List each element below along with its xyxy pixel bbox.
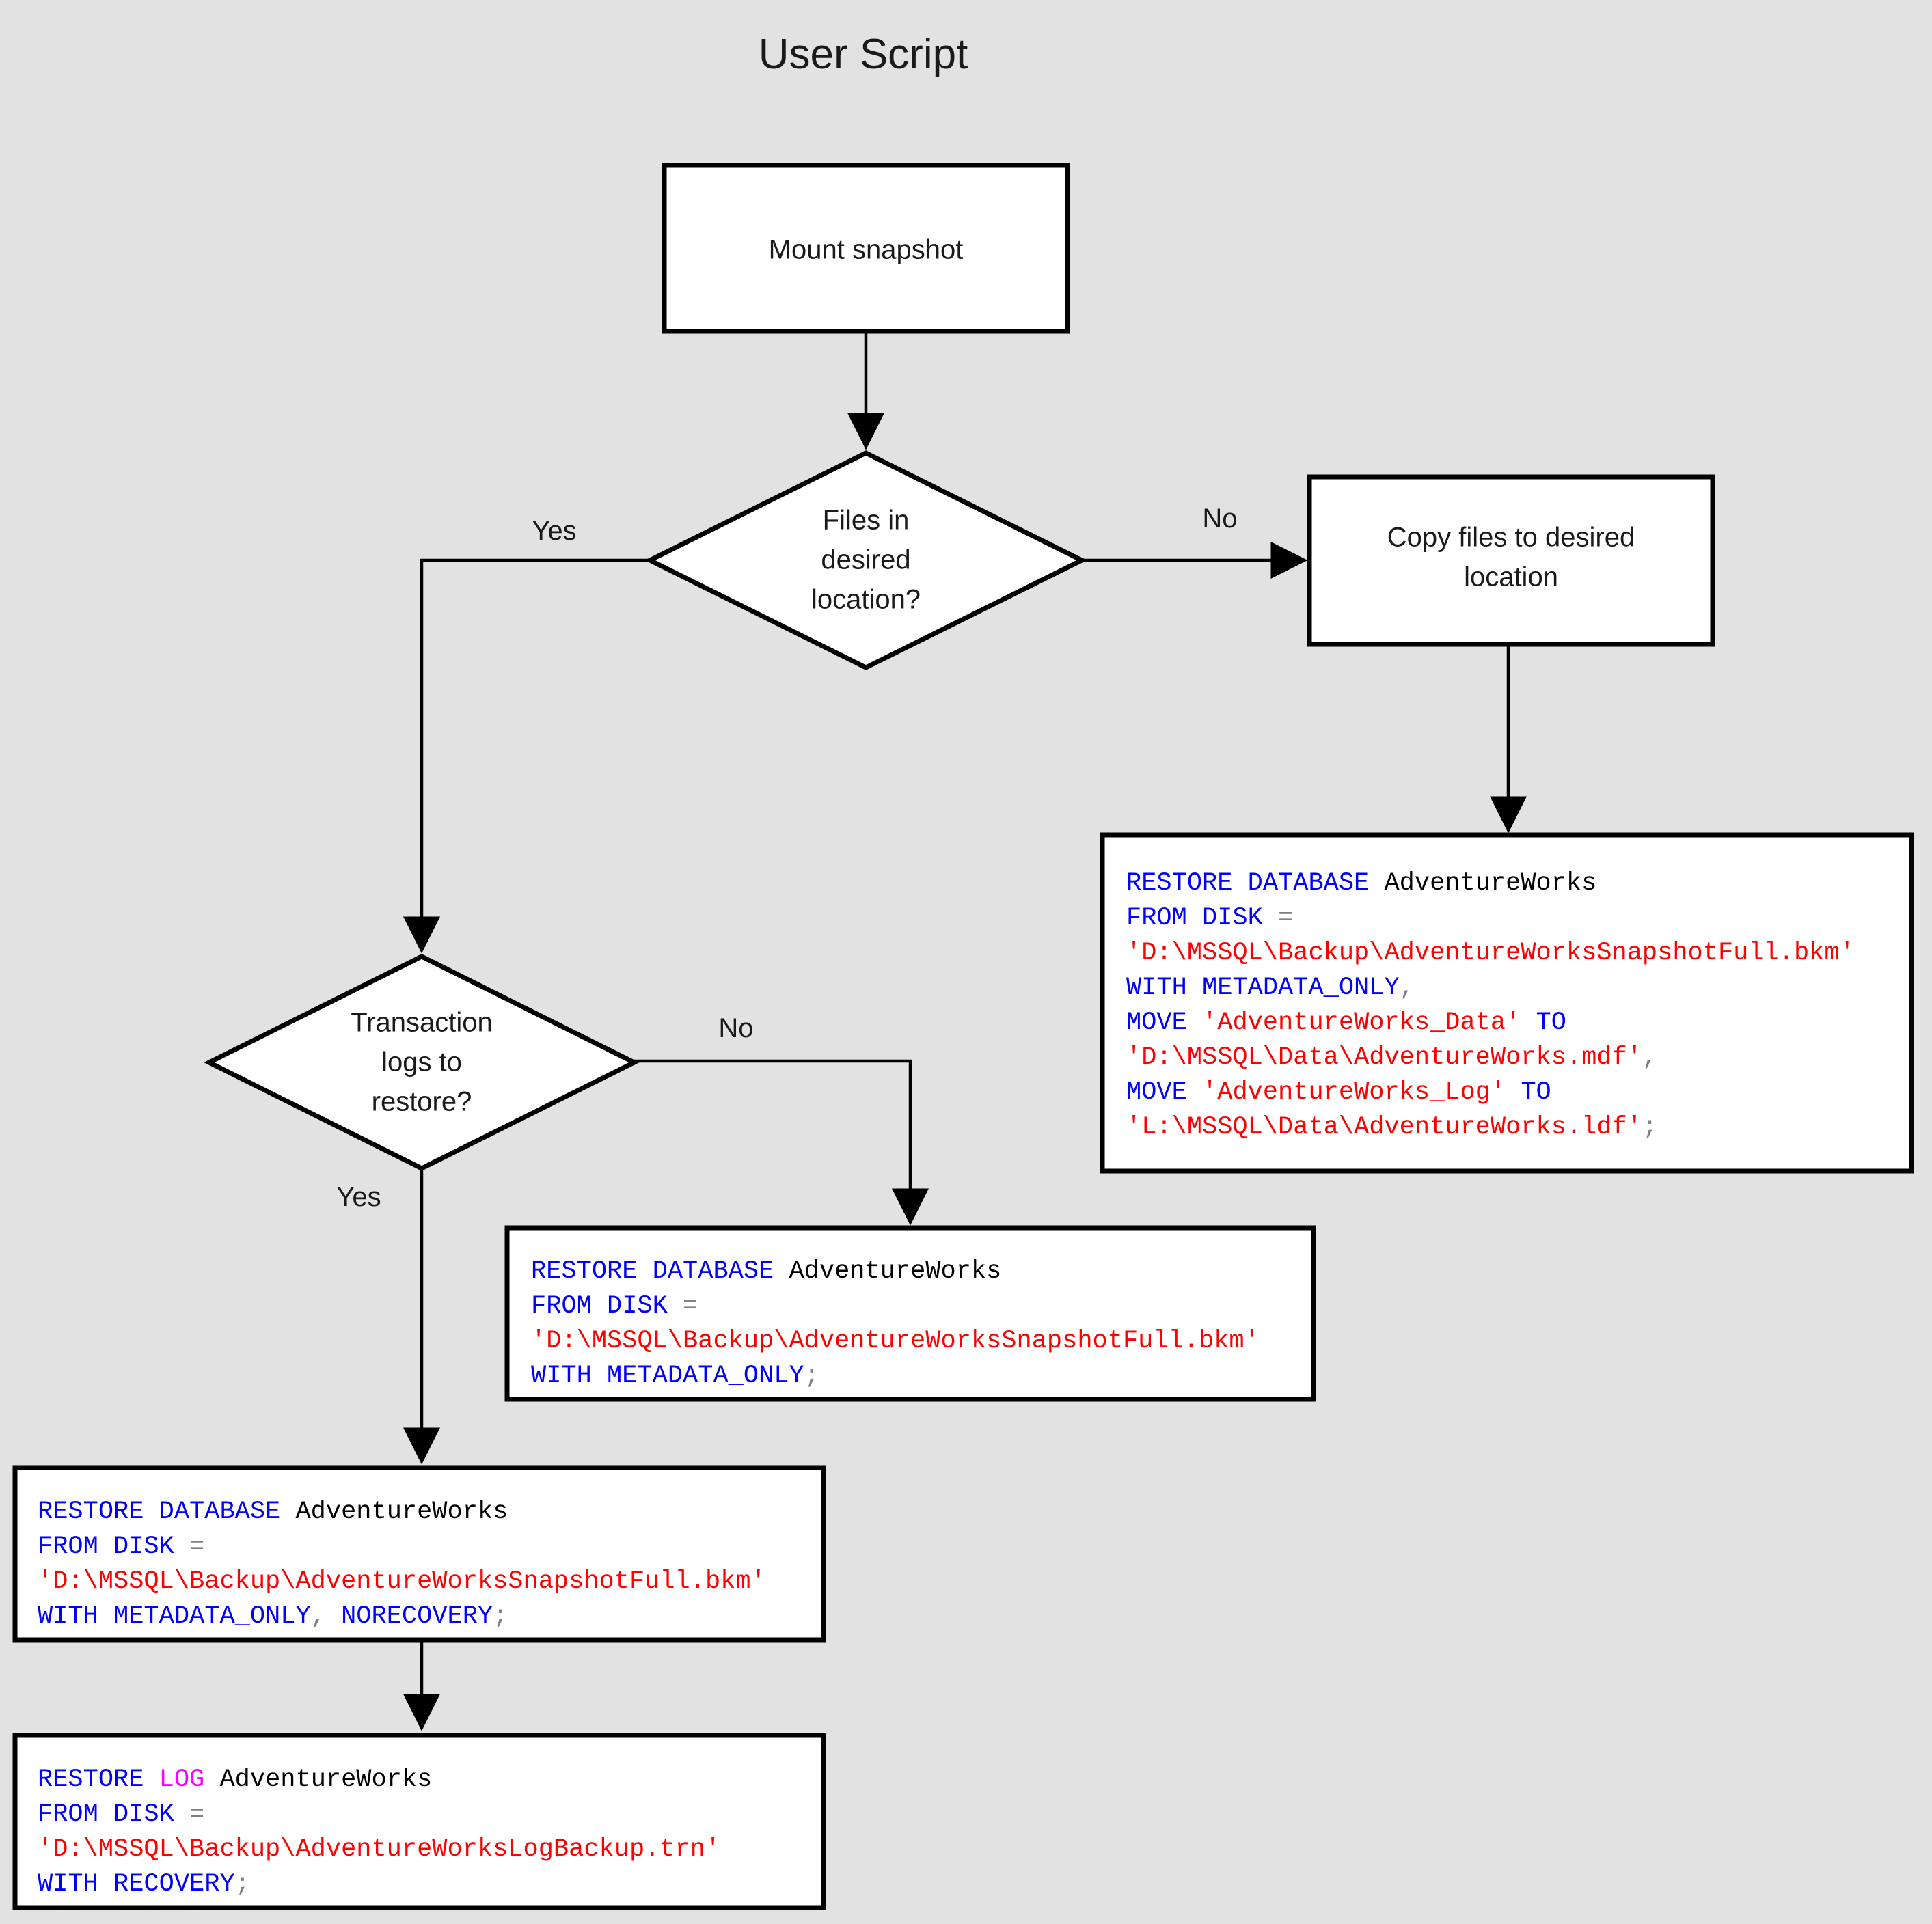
node-txnlogs-line-1: Transaction: [351, 1008, 493, 1038]
restore-database-with-move-line-2: FROM DISK =: [1126, 904, 1293, 933]
node-files-line-1: Files in: [823, 506, 910, 536]
node-txnlogs-line-2: logs to: [381, 1047, 462, 1077]
restore-database-metadata-only-line-1: RESTORE DATABASE AdventureWorks: [531, 1257, 1001, 1286]
edge-label-logs-no: No: [718, 1013, 753, 1043]
edge-logs-no: [634, 1059, 929, 1226]
restore-database-with-move-line-5: MOVE 'AdventureWorks_Data' TO: [1126, 1008, 1566, 1037]
edge-files-yes: [403, 558, 650, 954]
node-txnlogs-line-3: restore?: [372, 1087, 472, 1117]
code-block-restore-with-move[interactable]: [1100, 832, 1914, 1174]
restore-database-metadata-only-line-4: WITH METADATA_ONLY;: [531, 1362, 819, 1390]
restore-database-norecovery-line-3: 'D:\MSSQL\Backup\AdventureWorksSnapshotF…: [38, 1567, 766, 1596]
code-block-restore-norecovery[interactable]: [12, 1465, 826, 1643]
restore-log-with-recovery-line-1: RESTORE LOG AdventureWorks: [38, 1765, 432, 1794]
code-block-restore-metadata-only[interactable]: [504, 1225, 1316, 1402]
node-copy-files-line-2: location: [1464, 562, 1558, 592]
restore-log-with-recovery-line-2: FROM DISK =: [38, 1800, 204, 1829]
restore-database-with-move-line-6: 'D:\MSSQL\Data\AdventureWorks.mdf',: [1126, 1043, 1657, 1072]
restore-log-with-recovery-line-3: 'D:\MSSQL\Backup\AdventureWorksLogBackup…: [38, 1835, 720, 1864]
node-copy-files-line-1: Copy files to desired: [1387, 523, 1635, 553]
code-block-restore-log[interactable]: [12, 1733, 826, 1910]
restore-database-metadata-only-line-3: 'D:\MSSQL\Backup\AdventureWorksSnapshotF…: [531, 1327, 1260, 1356]
restore-database-with-move-line-7: MOVE 'AdventureWorks_Log' TO: [1126, 1078, 1551, 1107]
restore-database-with-move-line-1: RESTORE DATABASE AdventureWorks: [1126, 869, 1596, 898]
restore-database-with-move-line-4: WITH METADATA_ONLY,: [1126, 974, 1415, 1002]
node-mount-snapshot-label: Mount snapshot: [769, 235, 964, 265]
restore-database-metadata-only-line-2: FROM DISK =: [531, 1292, 698, 1321]
node-copy-files[interactable]: [1307, 474, 1715, 647]
node-files-line-3: location?: [811, 585, 921, 615]
restore-database-with-move-line-3: 'D:\MSSQL\Backup\AdventureWorksSnapshotF…: [1126, 939, 1855, 967]
edge-label-logs-yes: Yes: [336, 1182, 381, 1212]
restore-log-with-recovery-line-4: WITH RECOVERY;: [38, 1870, 250, 1899]
restore-database-norecovery-line-1: RESTORE DATABASE AdventureWorks: [38, 1498, 508, 1526]
node-files-in-desired-location[interactable]: [644, 450, 1087, 670]
node-files-line-2: desired: [821, 545, 910, 575]
page-title: User Script: [759, 31, 968, 78]
edge-label-files-no: No: [1202, 504, 1237, 534]
restore-database-norecovery-line-4: WITH METADATA_ONLY, NORECOVERY;: [38, 1602, 508, 1631]
edge-label-files-yes: Yes: [532, 516, 576, 546]
restore-database-with-move-line-8: 'L:\MSSQL\Data\AdventureWorks.ldf';: [1126, 1113, 1657, 1142]
restore-database-norecovery-line-2: FROM DISK =: [38, 1533, 204, 1561]
node-mount-snapshot[interactable]: [662, 163, 1070, 334]
